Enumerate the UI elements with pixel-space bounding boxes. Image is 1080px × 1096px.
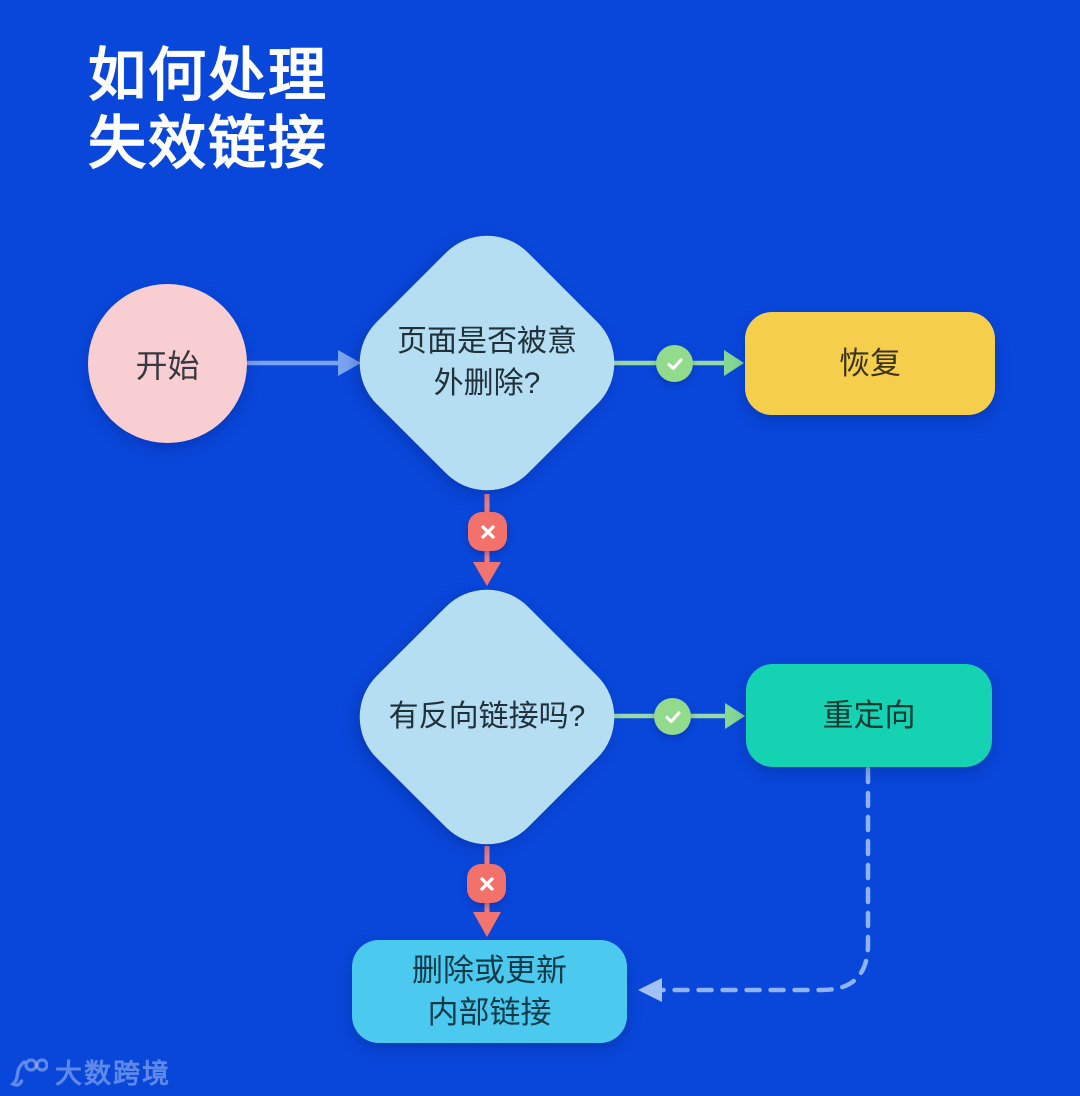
x-icon — [480, 524, 495, 539]
yes-badge-2 — [654, 698, 691, 735]
page-title-line-2: 失效链接 — [88, 111, 329, 176]
delete-update-node: 删除或更新 内部链接 — [352, 940, 627, 1043]
page-title: 如何处理 失效链接 — [88, 42, 328, 178]
restore-node-label: 恢复 — [839, 345, 901, 381]
no-badge-1 — [468, 512, 507, 551]
start-node: 开始 — [88, 284, 247, 443]
check-icon — [666, 357, 683, 370]
check-icon — [664, 710, 681, 723]
delete-update-line-1: 删除或更新 — [412, 952, 567, 988]
page-title-line-1: 如何处理 — [88, 43, 329, 108]
dashed-arrow-redirect-to-delete — [638, 766, 871, 1002]
yes-badge-1 — [656, 345, 693, 382]
delete-update-node-label: 删除或更新 内部链接 — [412, 950, 567, 1034]
question1-line-1: 页面是否被意 — [397, 325, 577, 358]
watermark: 大数跨境 — [10, 1052, 171, 1091]
question2-node-label: 有反向链接吗? — [388, 700, 586, 733]
start-node-label: 开始 — [135, 347, 200, 384]
redirect-node: 重定向 — [746, 664, 992, 767]
brand-100-logo-icon — [10, 1057, 48, 1087]
redirect-node-label: 重定向 — [822, 697, 916, 733]
question1-node-label: 页面是否被意 外删除? — [380, 321, 594, 405]
x-icon — [479, 876, 494, 891]
question1-line-2: 外删除? — [433, 367, 541, 400]
delete-update-line-2: 内部链接 — [427, 994, 552, 1030]
no-badge-2 — [467, 864, 506, 903]
watermark-text: 大数跨境 — [55, 1059, 171, 1089]
arrow-start-to-question1 — [247, 350, 361, 376]
restore-node: 恢复 — [745, 312, 995, 415]
